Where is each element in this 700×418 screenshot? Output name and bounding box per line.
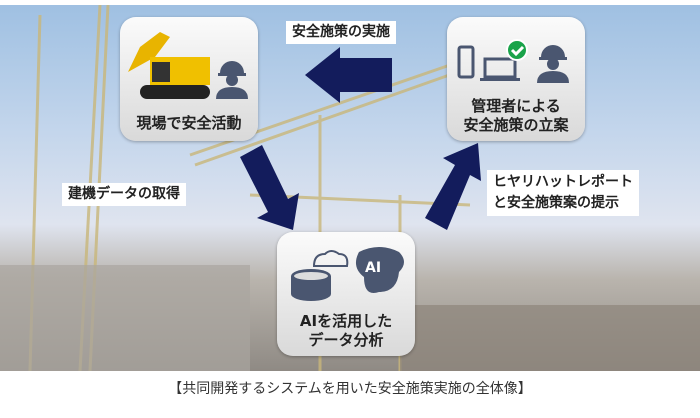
figure-caption: 【共同開発するシステムを用いた安全施策実施の全体像】 bbox=[168, 381, 532, 397]
label-near-miss-report: ヒヤリハットレポート と安全施策案の提示 bbox=[487, 170, 639, 216]
flow-arrows bbox=[240, 47, 481, 230]
manager-line2: 安全施策の立案 bbox=[463, 116, 569, 134]
ai-badge: AI bbox=[365, 260, 382, 276]
arrow-up-right bbox=[425, 143, 481, 230]
devices-check-icon bbox=[457, 39, 528, 81]
manager-line1: 管理者による bbox=[471, 97, 561, 115]
excavator-icon bbox=[128, 32, 210, 99]
ai-line2: データ分析 bbox=[308, 331, 384, 349]
label-acquire-machine-data: 建機データの取得 bbox=[62, 183, 186, 206]
ai-brain-icon bbox=[355, 247, 404, 293]
worker-helmet-icon bbox=[216, 61, 248, 99]
ai-line1: AIを活用した bbox=[299, 312, 393, 330]
site-activity-box: 現場で安全活動 bbox=[120, 17, 258, 141]
arrow-left bbox=[305, 47, 392, 103]
near-miss-line2: と安全施策案の提示 bbox=[493, 195, 619, 211]
label-implement-measures: 安全施策の実施 bbox=[286, 21, 396, 44]
crane-background bbox=[0, 5, 700, 371]
near-miss-line1: ヒヤリハットレポート bbox=[493, 174, 633, 190]
construction-site-photo: 現場で安全活動 管理者による 安全施策の立案 AI AIを活用し bbox=[0, 5, 700, 371]
manager-planning-box: 管理者による 安全施策の立案 bbox=[447, 17, 585, 141]
arrow-down-right bbox=[240, 145, 299, 230]
cloud-database-icon bbox=[291, 250, 349, 301]
site-activity-label: 現場で安全活動 bbox=[136, 114, 242, 132]
ai-analysis-box: AI AIを活用した データ分析 bbox=[277, 232, 415, 356]
manager-helmet-icon bbox=[537, 45, 569, 83]
